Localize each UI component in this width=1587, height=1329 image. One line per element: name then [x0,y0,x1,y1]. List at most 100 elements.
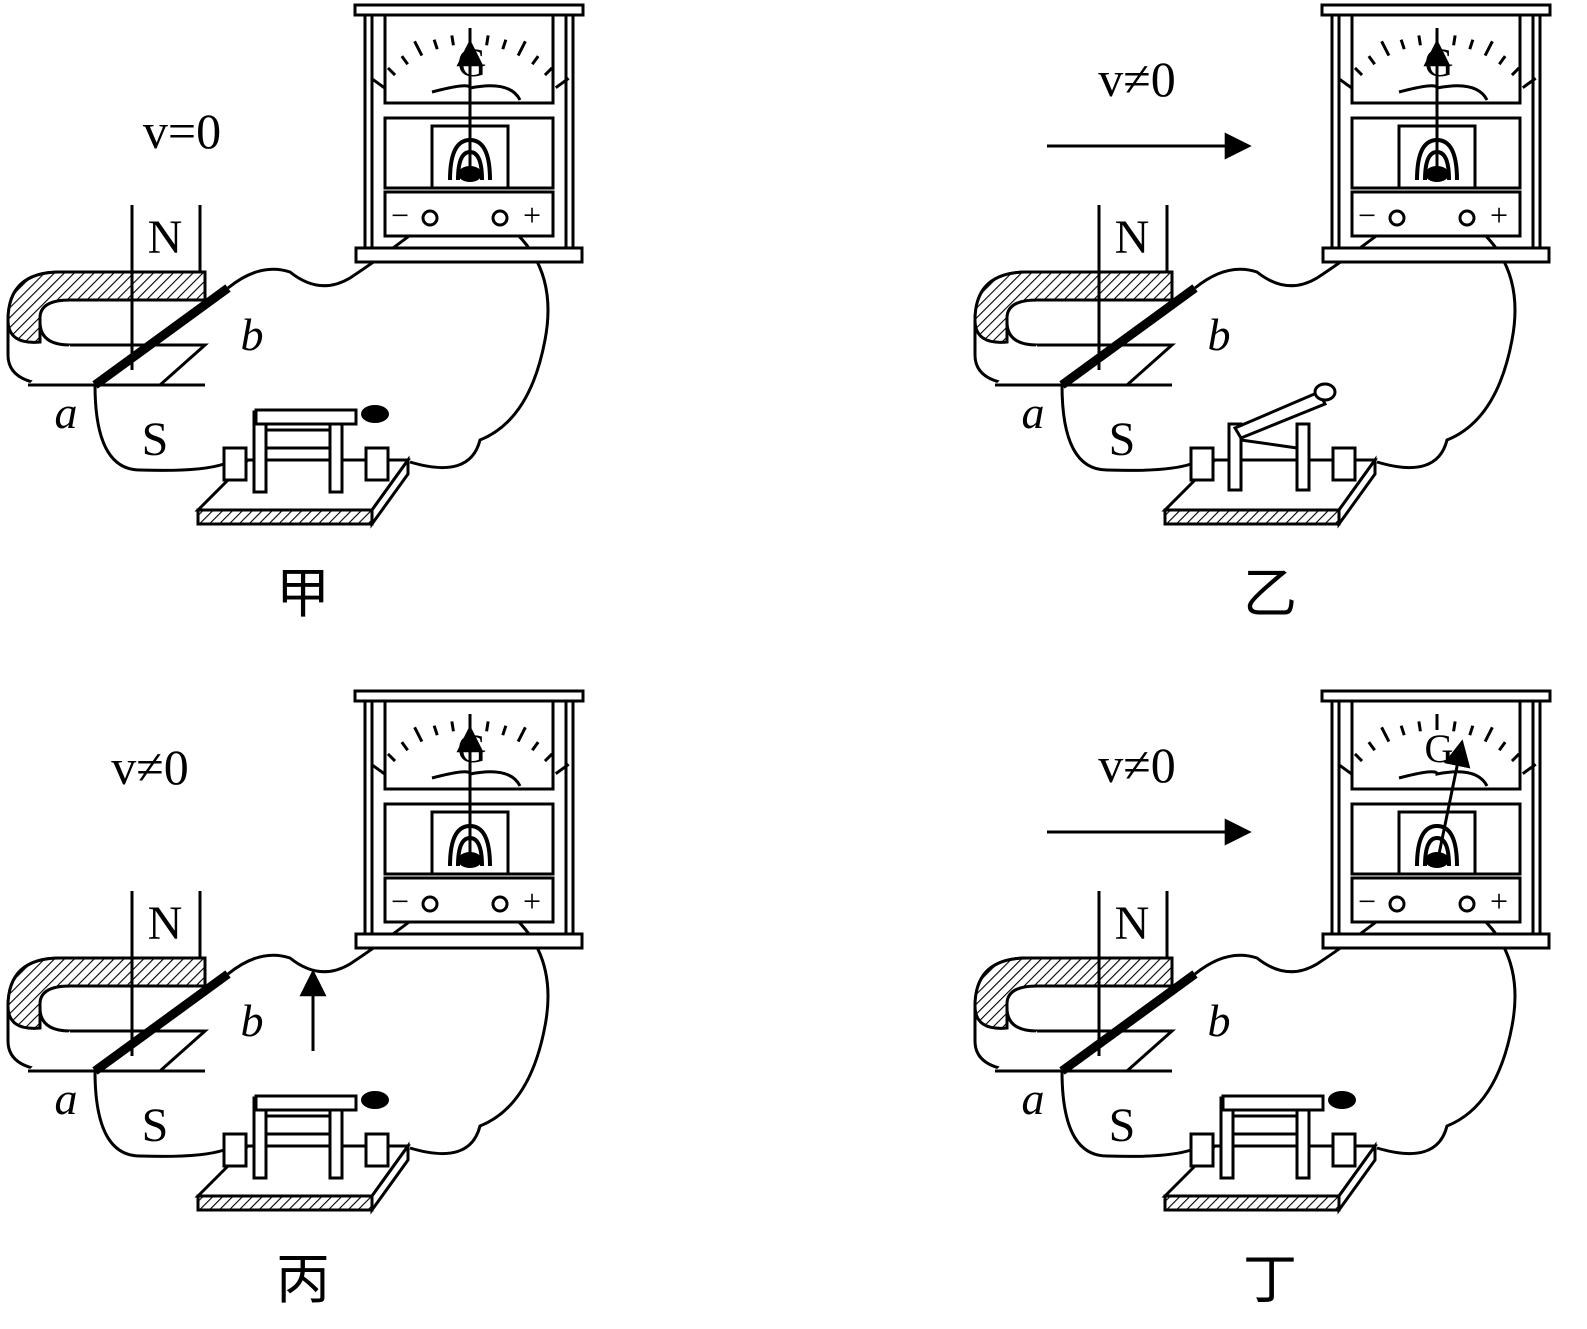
switch-terminal-left [222,1132,248,1168]
wire-plus-to-switch [409,218,550,470]
scale-tick [1452,721,1457,732]
plus-terminal [491,209,509,227]
scale-tick [386,752,397,763]
terminal-panel [1350,876,1522,924]
scale-tick [1510,752,1521,763]
scale-tick [516,40,527,57]
scale-tick [485,721,490,732]
velocity-label: v≠0 [1098,737,1175,793]
plus-sign: + [523,197,541,233]
galvanometer-letter-g: G [1425,40,1454,85]
south-pole-label: S [142,413,169,466]
rod-end-a: a [1022,1073,1045,1124]
galvanometer: G−+ [1320,689,1552,950]
rod-end-b: b [1208,309,1231,360]
terminal-panel [1350,190,1522,238]
minus-terminal [421,209,439,227]
minus-sign: − [391,197,409,233]
rod-end-b: b [1208,995,1231,1046]
switch-blade [1221,1094,1325,1112]
scale-tick [1498,55,1507,66]
scale-tick [386,66,397,77]
switch-closed [194,405,411,529]
minus-sign: − [1358,197,1376,233]
switch-blade [254,408,358,426]
rod-end-b: b [241,309,264,360]
rod-end-a: a [1022,387,1045,438]
rod-end-a: a [55,1073,78,1124]
conducting-rod [92,970,231,1075]
galvanometer: G−+ [1320,3,1552,264]
switch-base-front [1163,1194,1341,1212]
scale-tick [1353,752,1364,763]
galvanometer-base-plate [354,246,584,264]
north-pole-label: N [1115,211,1150,264]
galvanometer-letter-g: G [458,40,487,85]
north-pole-label: N [148,897,183,950]
panel-caption: 甲 [276,562,330,625]
switch-terminal-right [1331,446,1357,482]
south-pole-label: S [142,1099,169,1152]
galvanometer-base-plate [354,932,584,950]
scale-tick [531,741,540,752]
scale-tick [501,39,508,50]
scale-tick [554,77,570,89]
magnet: N Sa b [6,891,264,1152]
scale-tick [531,55,540,66]
scale-tick [1399,39,1406,50]
scale-tick [1367,741,1376,752]
needle [1435,739,1471,865]
wire-a-to-switch [1060,384,1192,472]
minus-terminal [1388,209,1406,227]
scale-tick [450,721,455,732]
scale-tick [501,725,508,736]
wire-plus-to-switch [1376,904,1517,1156]
scale-tick [413,40,424,57]
scale-tick [1417,721,1422,732]
switch-base-front [196,1194,374,1212]
wire-a-to-switch [1060,1070,1192,1158]
velocity-label: v≠0 [1098,51,1175,107]
rod-end-b: b [241,995,264,1046]
scale-tick [370,77,386,89]
scale-tick [1353,66,1364,77]
minus-terminal [1388,895,1406,913]
panel-caption: 丁 [1243,1248,1297,1311]
switch-handle [1313,382,1337,402]
wire-plus-to-switch [409,904,550,1156]
switch-terminal-right [1331,1132,1357,1168]
terminal-panel [383,190,555,238]
south-pole-label: S [1109,1099,1136,1152]
conducting-rod [92,284,231,389]
switch-handle [1328,1091,1356,1109]
scale-tick [432,725,439,736]
galvanometer-letter-g: G [458,726,487,771]
scale-tick [1483,726,1494,743]
terminal-panel [383,876,555,924]
galvanometer: G − + [353,3,585,264]
wire-a-to-switch [93,384,225,472]
scale-tick [1452,35,1457,46]
scale-tick [554,763,570,775]
panel-caption: 丙 [276,1248,330,1311]
scale-tick [1468,39,1475,50]
switch-terminal-left [1189,1132,1215,1168]
scale-tick [413,726,424,743]
scale-tick [1417,35,1422,46]
plus-terminal [1458,209,1476,227]
scale-tick [450,35,455,46]
minus-sign: − [1358,883,1376,919]
magnet-north-arm [973,270,1174,344]
plus-terminal [491,895,509,913]
scale-tick [1483,40,1494,57]
conducting-rod [1059,284,1198,389]
velocity-label: v≠0 [111,739,188,795]
galvanometer-base-plate [1321,932,1551,950]
switch-terminal-right [364,1132,390,1168]
